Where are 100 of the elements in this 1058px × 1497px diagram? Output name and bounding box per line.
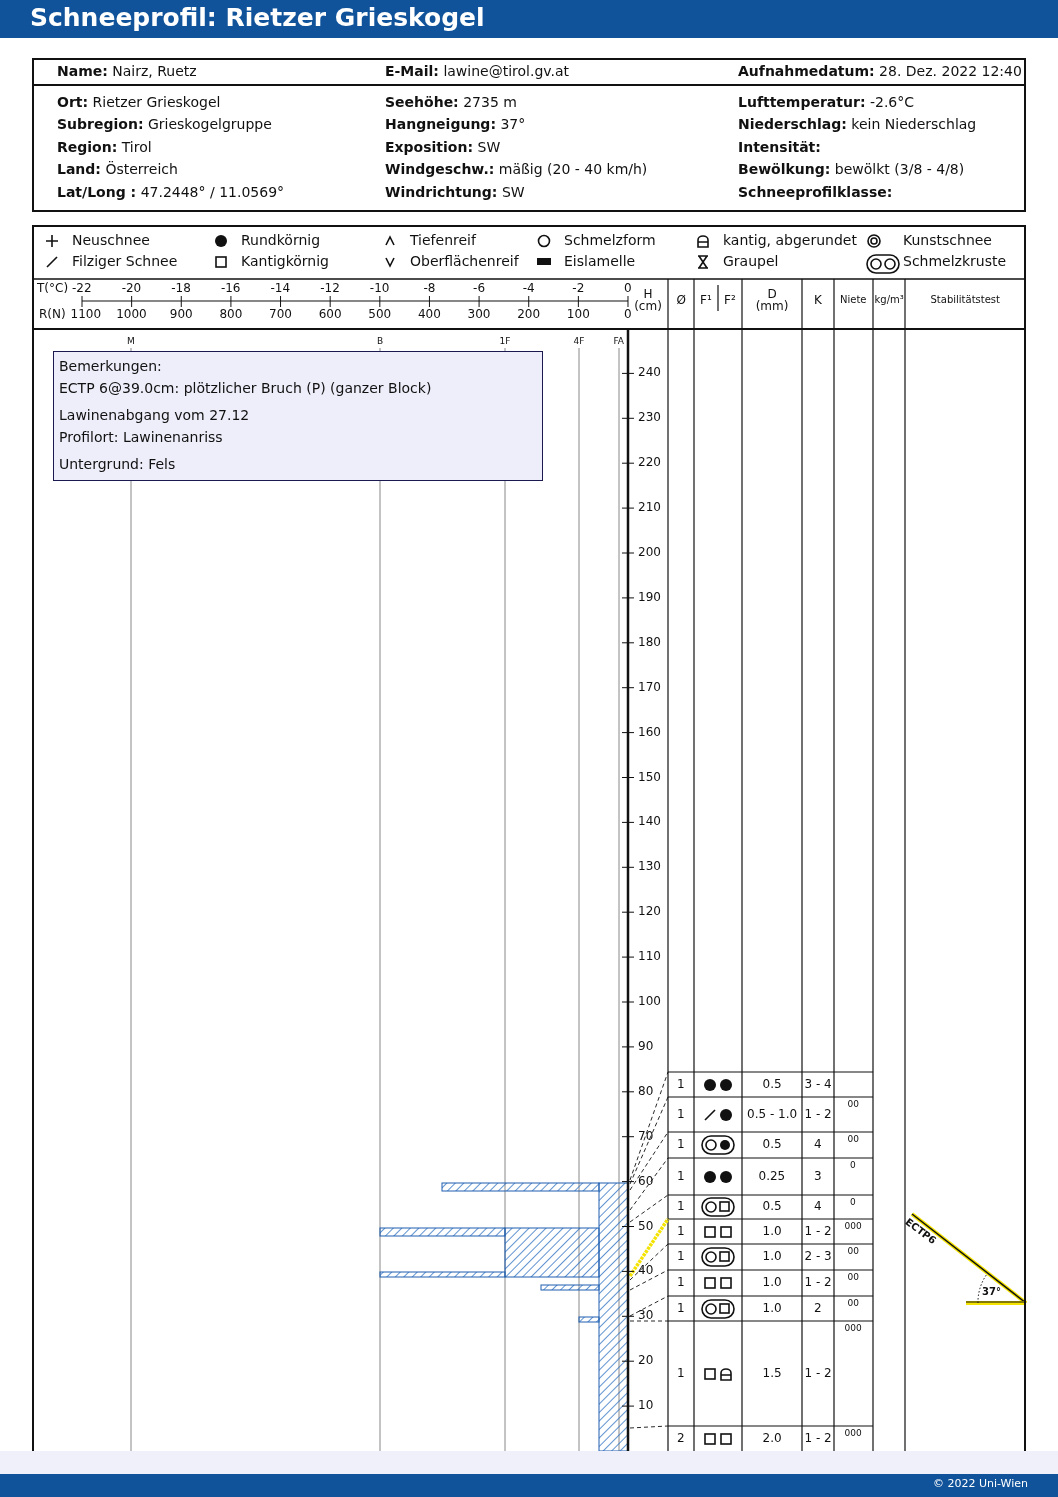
table-value: 2 - 3 [804, 1249, 832, 1263]
table-value: 1 - 2 [804, 1223, 832, 1238]
legend-text: kantig, abgerundet [723, 232, 857, 248]
axis-tick-label: -8 [423, 281, 436, 295]
table-value: 1 [677, 1300, 685, 1315]
table-value: 1 [677, 1365, 685, 1380]
height-tick-label: 120 [638, 904, 661, 919]
axis-tick-label: 1000 [116, 307, 147, 321]
angle-label: 37° [982, 1286, 1001, 1297]
info-field: Aufnahmedatum: 28. Dez. 2022 12:40 [738, 63, 1022, 79]
axis-tick-label: 0 [624, 307, 632, 321]
axis-tick-label: 0 [624, 281, 632, 295]
height-tick-label: 90 [638, 1038, 654, 1053]
info-field: Niederschlag: kein Niederschlag [738, 116, 977, 132]
table-value: 00 [847, 1246, 859, 1256]
table-value: 0.5 [762, 1137, 782, 1151]
height-tick-label: 40 [638, 1263, 654, 1278]
legend-text: Schmelzform [564, 232, 656, 248]
table-value: 00 [847, 1272, 859, 1282]
table-value: 00 [847, 1298, 859, 1308]
column-header: K [814, 293, 822, 307]
info-field: Region: Tirol [57, 139, 152, 155]
height-tick-label: 180 [638, 634, 661, 649]
table-value: 1 - 2 [804, 1430, 832, 1445]
table-value: 1 - 2 [804, 1106, 832, 1121]
axis-tick-label: -16 [220, 281, 241, 295]
table-value: 2 [814, 1300, 822, 1315]
copyright-note: © 2022 Uni-Wien [933, 1477, 1029, 1490]
table-value: 1.5 [762, 1365, 782, 1380]
axis-tick-label: 100 [566, 307, 590, 321]
info-field: Ort: Rietzer Grieskogel [57, 94, 221, 110]
table-value: 1.0 [762, 1275, 782, 1289]
legend-text: Rundkörnig [241, 232, 321, 248]
table-value: 4 [814, 1199, 822, 1213]
info-field: Intensität: [738, 139, 821, 155]
legend-text: Kantigkörnig [241, 253, 329, 269]
table-value: 2.0 [762, 1430, 782, 1445]
info-field: Land: Österreich [57, 161, 178, 177]
page-title: Schneeprofil: Rietzer Grieskogel [30, 3, 485, 32]
table-value: 0 [850, 1197, 856, 1207]
height-tick-label: 200 [638, 545, 661, 559]
table-value: 0.5 [762, 1076, 782, 1091]
table-value: 1 [677, 1199, 685, 1213]
remark-text: Profilort: Lawinenanriss [59, 429, 223, 445]
legend-text: Schmelzkruste [903, 253, 1007, 269]
column-header: kg/m³ [874, 294, 904, 305]
info-field: Windrichtung: SW [385, 184, 525, 200]
height-tick-label: 70 [638, 1128, 654, 1143]
height-tick-label: 50 [638, 1218, 654, 1233]
legend-text: Neuschnee [72, 232, 150, 248]
legend-text: Tiefenreif [410, 232, 476, 248]
info-field: Seehöhe: 2735 m [385, 94, 517, 110]
height-tick-label: 110 [638, 949, 661, 964]
info-field: Name: Nairz, Ruetz [57, 63, 197, 79]
table-value: 1 [677, 1275, 685, 1289]
info-field: Lat/Long : 47.2448° / 11.0569° [57, 184, 285, 200]
axis-tick-label: -14 [270, 281, 291, 295]
axis-tick-label: -22 [72, 281, 92, 295]
table-value: 000 [844, 1221, 862, 1231]
table-value: 000 [844, 1428, 862, 1438]
table-value: 4 [814, 1137, 822, 1151]
legend-text: Eislamelle [564, 253, 636, 269]
height-tick-label: 130 [638, 859, 661, 874]
axis-title: H (cm) [633, 288, 663, 312]
table-value: 0.25 [758, 1168, 786, 1183]
table-value: 1.0 [762, 1300, 782, 1315]
table-value: 00 [847, 1099, 859, 1109]
table-value: 0 [850, 1160, 856, 1170]
height-tick-label: 80 [638, 1083, 654, 1098]
height-tick-label: 100 [638, 994, 661, 1008]
column-header: D (mm) [754, 288, 790, 312]
legend-text: Graupel [723, 253, 779, 269]
axis-tick-label: 200 [517, 307, 541, 321]
column-header: Stabilitätstest [930, 294, 1000, 305]
info-field: Subregion: Grieskogelgruppe [57, 116, 272, 132]
table-value: 1.0 [762, 1223, 782, 1238]
axis-tick-label: 400 [417, 307, 441, 321]
table-value: 1 [677, 1223, 685, 1238]
height-tick-label: 230 [638, 410, 661, 425]
axis-tick-label: 1100 [70, 307, 102, 321]
legend-text: Kunstschnee [903, 232, 992, 248]
info-field: Hangneigung: 37° [385, 116, 526, 132]
height-tick-label: 170 [638, 679, 661, 694]
height-tick-label: 190 [638, 589, 661, 604]
axis-tick-label: 700 [269, 307, 292, 321]
remarks-heading: Bemerkungen: [59, 358, 162, 374]
column-header: F¹ [700, 293, 712, 307]
table-value: 2 [677, 1430, 685, 1445]
axis-tick-label: -6 [473, 281, 486, 295]
table-value: 1 [677, 1168, 685, 1183]
axis-tick-label: -12 [320, 281, 340, 295]
table-value: 0.5 [762, 1199, 782, 1213]
column-header: F² [724, 293, 736, 307]
height-tick-label: 30 [638, 1308, 654, 1323]
table-value: 1 [677, 1249, 685, 1263]
hardness-letter: FA [613, 336, 624, 346]
table-value: 00 [847, 1134, 859, 1144]
table-value: 1 [677, 1106, 685, 1121]
remarks-box [53, 351, 543, 481]
remark-text: Lawinenabgang vom 27.12 [59, 407, 250, 423]
